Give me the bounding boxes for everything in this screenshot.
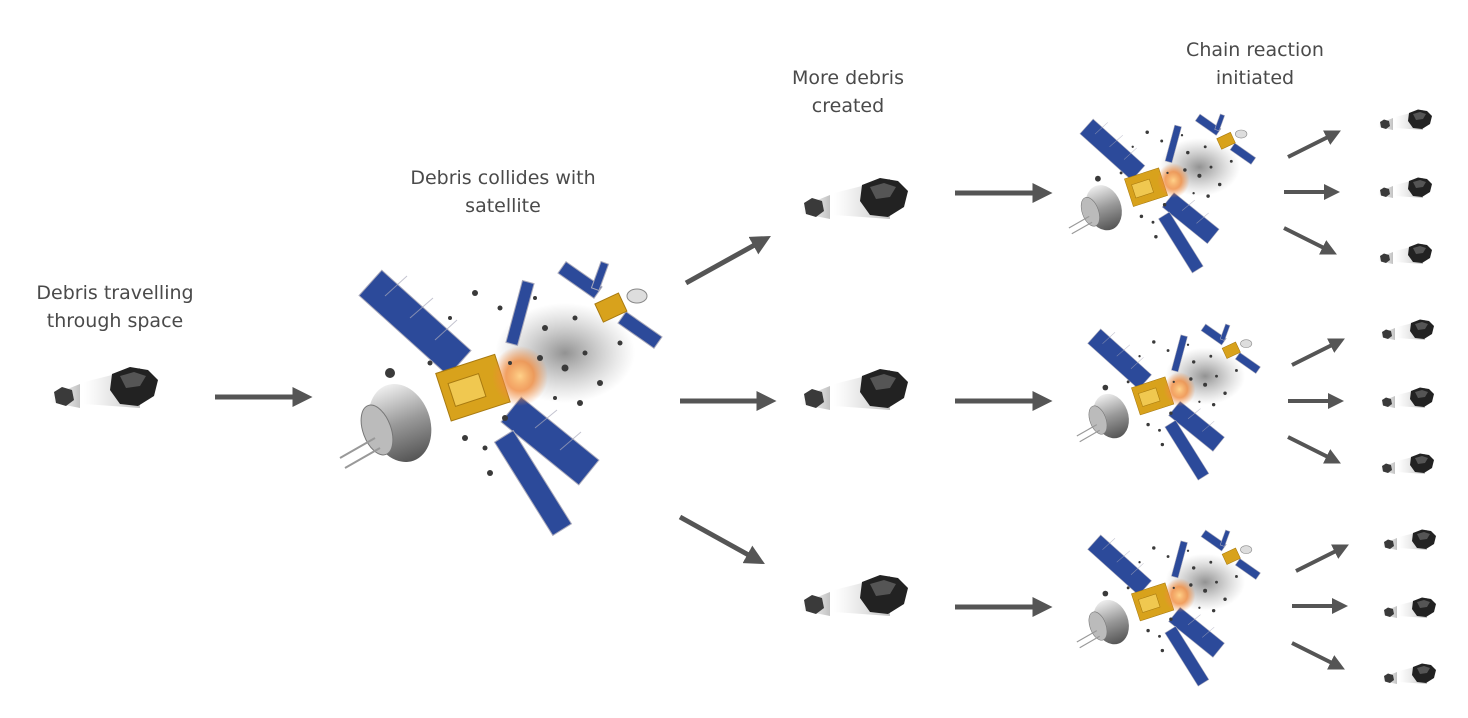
- arrow-icon: [1287, 130, 1341, 159]
- space-debris-icon: [1382, 663, 1436, 684]
- satellite-collision-icon: [1076, 323, 1261, 481]
- space-debris-icon: [1380, 453, 1434, 474]
- label-debris-collides: Debris collides with satellite: [410, 167, 596, 217]
- space-debris-icon: [1378, 243, 1432, 264]
- space-debris-icon: [1380, 319, 1434, 340]
- arrow-icon: [1283, 226, 1337, 255]
- arrow-icon: [1291, 641, 1345, 670]
- space-debris-icon: [1382, 529, 1436, 550]
- label-chain-reaction: Chain reaction initiated: [1186, 39, 1324, 89]
- arrow-icon: [1295, 544, 1349, 573]
- satellite-collision-icon: [1076, 529, 1261, 687]
- space-debris-icon: [1378, 177, 1432, 198]
- arrow-icon: [678, 514, 765, 565]
- label-debris-travelling: Debris travelling through space: [36, 282, 194, 332]
- label-more-debris: More debris created: [792, 67, 904, 117]
- space-debris-icon: [800, 178, 908, 219]
- space-debris-icon: [1382, 597, 1436, 618]
- space-debris-icon: [50, 367, 158, 408]
- space-debris-icon: [1378, 109, 1432, 130]
- arrow-icon: [1291, 338, 1345, 367]
- space-debris-icon: [1380, 387, 1434, 408]
- space-debris-icon: [800, 369, 908, 410]
- arrow-icon: [1287, 435, 1341, 464]
- satellite-collision-icon: [339, 260, 664, 537]
- space-debris-icon: [800, 575, 908, 616]
- satellite-collision-icon: [1068, 113, 1257, 274]
- arrow-icon: [684, 235, 771, 286]
